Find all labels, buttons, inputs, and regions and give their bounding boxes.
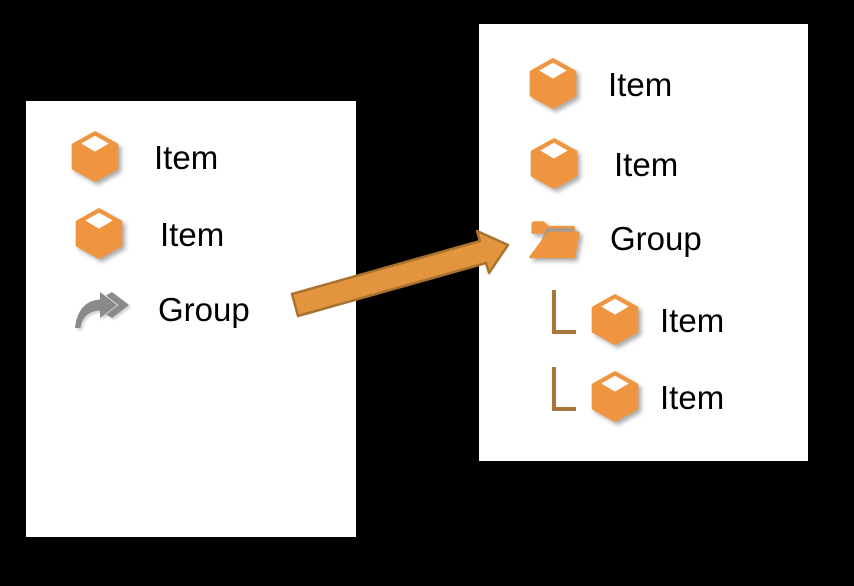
tree-branch-connector bbox=[552, 290, 576, 334]
tree-branch-connector bbox=[552, 367, 576, 411]
cube-icon bbox=[529, 137, 579, 191]
list-item-child: Item bbox=[552, 290, 725, 347]
list-item: Item bbox=[528, 58, 672, 110]
cube-icon bbox=[70, 130, 120, 184]
list-item: Item bbox=[529, 138, 678, 190]
list-item-group: Group bbox=[525, 212, 702, 264]
cube-icon bbox=[590, 293, 640, 347]
list-item-group: Group bbox=[72, 283, 250, 335]
item-label: Item bbox=[154, 138, 219, 176]
group-label: Group bbox=[158, 290, 250, 328]
cube-icon bbox=[590, 370, 640, 424]
item-label: Item bbox=[614, 145, 679, 183]
item-label: Item bbox=[660, 378, 725, 416]
list-item: Item bbox=[70, 131, 218, 183]
group-label: Group bbox=[610, 219, 702, 257]
item-label: Item bbox=[608, 65, 673, 103]
list-item: Item bbox=[74, 208, 224, 260]
before-panel: Item Item Group bbox=[26, 101, 356, 537]
folder-icon bbox=[525, 213, 581, 263]
after-panel: Item Item Group Item Item bbox=[479, 24, 808, 461]
item-label: Item bbox=[660, 301, 725, 339]
cube-icon bbox=[528, 57, 578, 111]
redirect-icon bbox=[72, 289, 136, 329]
cube-icon bbox=[74, 207, 124, 261]
list-item-child: Item bbox=[552, 367, 725, 424]
item-label: Item bbox=[160, 215, 225, 253]
